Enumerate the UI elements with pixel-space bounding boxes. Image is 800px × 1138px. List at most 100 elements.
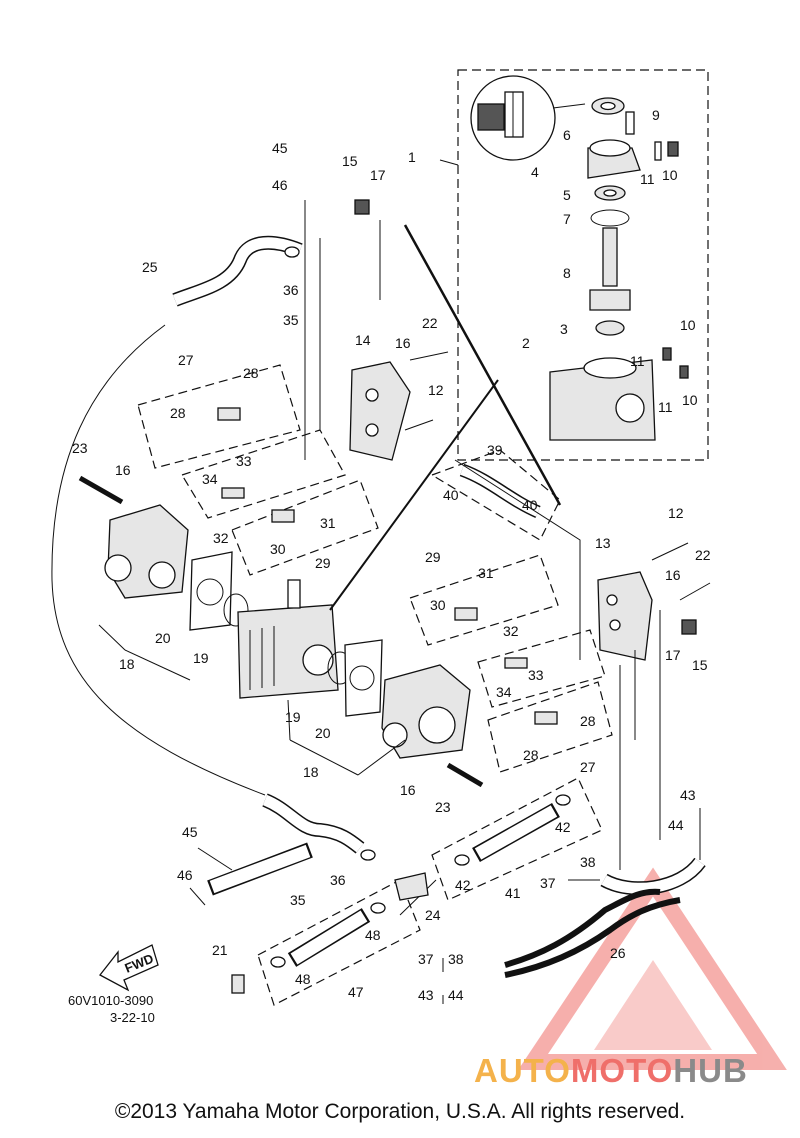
callout-label: 44 bbox=[448, 987, 464, 1003]
callout-label: 1 bbox=[408, 149, 416, 165]
callout-label: 29 bbox=[425, 549, 441, 565]
callout-label: 16 bbox=[115, 462, 131, 478]
brand-part-2: MOTO bbox=[570, 1052, 674, 1089]
watermark-logo bbox=[518, 867, 787, 1070]
callout-label: 46 bbox=[177, 867, 193, 883]
callout-label: 27 bbox=[178, 352, 194, 368]
leader-lines bbox=[98, 624, 701, 1004]
callout-label: 7 bbox=[563, 211, 571, 227]
callout-label: 19 bbox=[193, 650, 209, 666]
callout-label: 10 bbox=[680, 317, 696, 333]
guide-lines bbox=[51, 200, 661, 916]
callout-label: 12 bbox=[428, 382, 444, 398]
callout-label: 18 bbox=[119, 656, 135, 672]
brand-watermark: AUTOMOTOHUB bbox=[474, 1052, 748, 1090]
callout-label: 22 bbox=[422, 315, 438, 331]
callout-label: 20 bbox=[315, 725, 331, 741]
callout-label: 28 bbox=[170, 405, 186, 421]
callout-label: 39 bbox=[487, 442, 503, 458]
callout-label: 37 bbox=[540, 875, 556, 891]
callout-label: 6 bbox=[563, 127, 571, 143]
right-bracket-13 bbox=[597, 542, 711, 661]
callout-label: 28 bbox=[523, 747, 539, 763]
cylinder-block-center bbox=[237, 579, 339, 699]
callout-label: 17 bbox=[370, 167, 386, 183]
callout-label: 19 bbox=[285, 709, 301, 725]
callout-label: 29 bbox=[315, 555, 331, 571]
pump-body-left bbox=[104, 504, 249, 631]
callout-label: 48 bbox=[295, 971, 311, 987]
callout-label: 31 bbox=[478, 565, 494, 581]
callout-label: 18 bbox=[303, 764, 319, 780]
callout-label: 21 bbox=[212, 942, 228, 958]
fittings bbox=[78, 199, 697, 994]
callout-label: 34 bbox=[202, 471, 218, 487]
callout-label: 16 bbox=[665, 567, 681, 583]
callout-label: 44 bbox=[668, 817, 684, 833]
callout-label: 45 bbox=[272, 140, 288, 156]
drawing-code: 60V1010-3090 bbox=[68, 993, 153, 1008]
callout-label: 27 bbox=[580, 759, 596, 775]
callout-label: 12 bbox=[668, 505, 684, 521]
callout-label: 4 bbox=[531, 164, 539, 180]
callout-label: 8 bbox=[563, 265, 571, 281]
drawing-date: 3-22-10 bbox=[110, 1010, 155, 1025]
callout-label: 33 bbox=[528, 667, 544, 683]
brand-part-3: HUB bbox=[673, 1052, 748, 1089]
callout-label: 38 bbox=[448, 951, 464, 967]
callout-label: 37 bbox=[418, 951, 434, 967]
callout-label: 10 bbox=[662, 167, 678, 183]
callout-label: 3 bbox=[560, 321, 568, 337]
callout-label: 9 bbox=[652, 107, 660, 123]
pump-assembly-box bbox=[457, 69, 709, 461]
callout-label: 16 bbox=[400, 782, 416, 798]
callout-label: 30 bbox=[270, 541, 286, 557]
callout-label: 17 bbox=[665, 647, 681, 663]
callout-label: 35 bbox=[283, 312, 299, 328]
callout-label: 10 bbox=[682, 392, 698, 408]
callout-label: 30 bbox=[430, 597, 446, 613]
callout-label: 40 bbox=[522, 497, 538, 513]
seal-detail-callout bbox=[470, 75, 586, 161]
callout-label: 43 bbox=[680, 787, 696, 803]
callout-label: 45 bbox=[182, 824, 198, 840]
callout-label: 11 bbox=[630, 353, 645, 369]
callout-label: 41 bbox=[505, 885, 521, 901]
callout-label: 11 bbox=[658, 399, 673, 415]
callout-label: 2 bbox=[522, 335, 530, 351]
callout-label: 13 bbox=[595, 535, 611, 551]
callout-label: 14 bbox=[355, 332, 371, 348]
callout-label: 5 bbox=[563, 187, 571, 203]
callout-label: 43 bbox=[418, 987, 434, 1003]
callout-label: 34 bbox=[496, 684, 512, 700]
callout-label: 32 bbox=[503, 623, 519, 639]
callout-label: 42 bbox=[455, 877, 471, 893]
callout-label: 36 bbox=[283, 282, 299, 298]
callout-label: 28 bbox=[580, 713, 596, 729]
callout-label: 22 bbox=[695, 547, 711, 563]
callout-label: 16 bbox=[395, 335, 411, 351]
callout-label: 42 bbox=[555, 819, 571, 835]
callout-label: 47 bbox=[348, 984, 364, 1000]
callout-labels: 1 2 3 4 5 6 7 8 9 10 10 10 11 11 11 45 4… bbox=[72, 107, 711, 1003]
pump-body-right bbox=[327, 639, 471, 759]
callout-label: 23 bbox=[435, 799, 451, 815]
callout-label: 26 bbox=[610, 945, 626, 961]
dashed-groups bbox=[137, 364, 613, 1006]
pump-parts bbox=[549, 97, 689, 441]
callout-label: 24 bbox=[425, 907, 441, 923]
copyright-notice: ©2013 Yamaha Motor Corporation, U.S.A. A… bbox=[114, 1100, 686, 1123]
callout-label: 11 bbox=[640, 171, 655, 187]
callout-label: 15 bbox=[342, 153, 358, 169]
callout-label: 38 bbox=[580, 854, 596, 870]
callout-label: 15 bbox=[692, 657, 708, 673]
left-bracket-14 bbox=[349, 351, 449, 461]
callout-label: 23 bbox=[72, 440, 88, 456]
callout-label: 46 bbox=[272, 177, 288, 193]
callout-label: 33 bbox=[236, 453, 252, 469]
callout-label: 28 bbox=[243, 365, 259, 381]
callout-label: 20 bbox=[155, 630, 171, 646]
callout-label: 31 bbox=[320, 515, 336, 531]
